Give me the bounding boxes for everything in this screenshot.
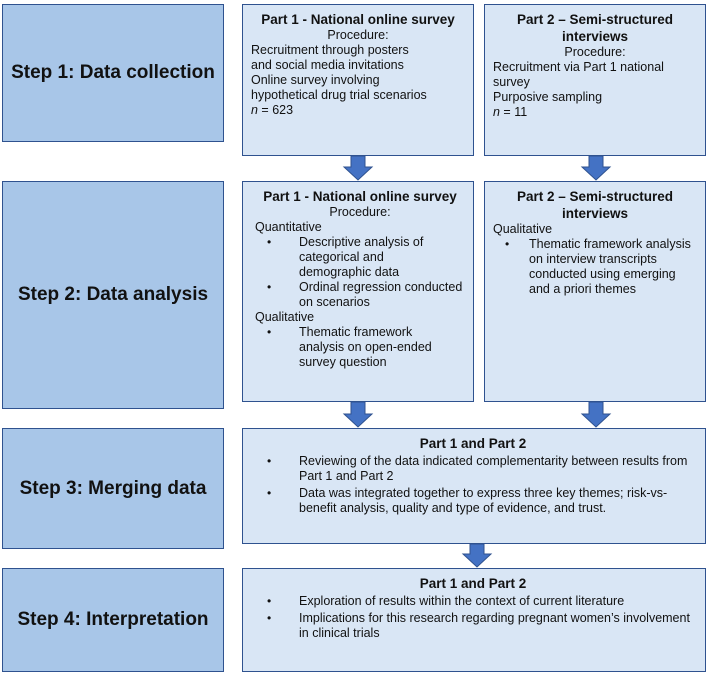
body-line: Recruitment through posters: [251, 43, 409, 57]
step4-merged-box: Part 1 and Part 2 Exploration of results…: [242, 568, 706, 672]
procedure-label: Procedure:: [327, 28, 389, 42]
list-item: Thematic framework analysis on interview…: [493, 237, 697, 297]
qualitative-heading: Qualitative: [493, 222, 553, 236]
body-line: survey: [493, 75, 530, 89]
step-3-label: Step 3: Merging data: [2, 428, 224, 549]
step2-part2-box: Part 2 – Semi-structured interviews Qual…: [484, 181, 706, 402]
list-item: Descriptive analysis of categorical and …: [255, 235, 465, 280]
body-line: hypothetical drug trial scenarios: [251, 88, 427, 102]
step4-title: Part 1 and Part 2: [419, 576, 527, 591]
step4-list: Exploration of results within the contex…: [255, 594, 691, 641]
body-line: Recruitment via Part 1 national: [493, 60, 664, 74]
step2-part2-title: Part 2 – Semi-structured interviews: [516, 189, 674, 221]
step1-part2-title: Part 2 – Semi-structured interviews: [516, 12, 674, 44]
step1-part2-box: Part 2 – Semi-structured interviews Proc…: [484, 4, 706, 156]
list-item: Exploration of results within the contex…: [255, 594, 691, 609]
down-arrow-icon: [342, 155, 374, 181]
procedure-label: Procedure:: [329, 205, 391, 219]
list-item: Data was integrated together to express …: [255, 486, 691, 516]
step3-merged-box: Part 1 and Part 2 Reviewing of the data …: [242, 428, 706, 544]
step3-list: Reviewing of the data indicated compleme…: [255, 454, 691, 516]
qualitative-list: Thematic framework analysis on open-ende…: [255, 325, 465, 370]
step-2-label: Step 2: Data analysis: [2, 181, 224, 409]
sample-size: n = 623: [251, 103, 294, 117]
sample-size: n = 11: [493, 105, 528, 119]
down-arrow-icon: [580, 155, 612, 181]
list-item: Thematic framework analysis on open-ende…: [255, 325, 465, 370]
step-4-label: Step 4: Interpretation: [2, 568, 224, 672]
step2-part1-box: Part 1 - National online survey Procedur…: [242, 181, 474, 402]
step2-part1-title: Part 1 - National online survey: [263, 189, 457, 204]
qualitative-heading: Qualitative: [255, 310, 315, 324]
down-arrow-icon: [580, 401, 612, 428]
list-item: Ordinal regression conducted on scenario…: [255, 280, 465, 310]
body-line: Online survey involving: [251, 73, 380, 87]
step-1-label: Step 1: Data collection: [2, 4, 224, 142]
procedure-label: Procedure:: [564, 45, 626, 59]
list-item: Reviewing of the data indicated compleme…: [255, 454, 691, 484]
step1-part1-title: Part 1 - National online survey: [261, 12, 455, 27]
quantitative-heading: Quantitative: [255, 220, 322, 234]
body-line: and social media invitations: [251, 58, 404, 72]
down-arrow-icon: [342, 401, 374, 428]
qualitative-list: Thematic framework analysis on interview…: [493, 237, 697, 297]
body-line: Purposive sampling: [493, 90, 603, 104]
down-arrow-icon: [461, 543, 493, 568]
quantitative-list: Descriptive analysis of categorical and …: [255, 235, 465, 310]
step3-title: Part 1 and Part 2: [419, 436, 527, 451]
list-item: Implications for this research regarding…: [255, 611, 691, 641]
step1-part1-box: Part 1 - National online survey Procedur…: [242, 4, 474, 156]
